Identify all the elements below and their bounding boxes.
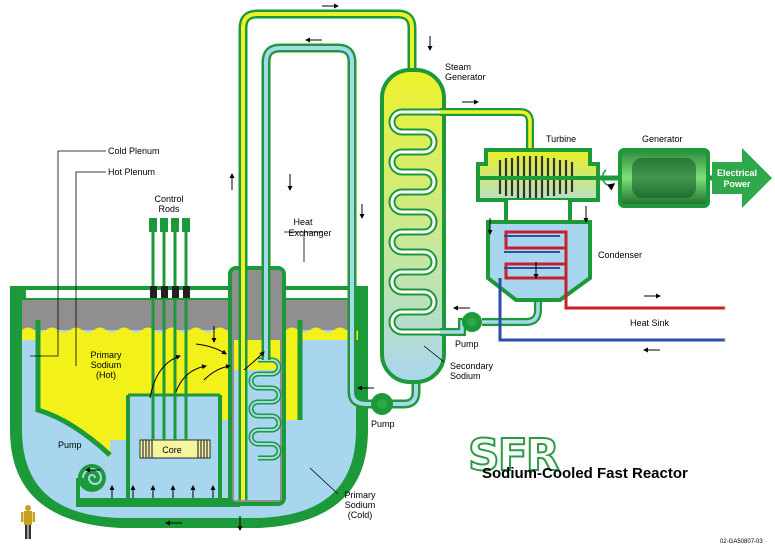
- condensate-pump-label: Pump: [455, 339, 479, 349]
- secondary-sodium-label-2: Sodium: [450, 371, 481, 381]
- sfr-logo-title: Sodium-Cooled Fast Reactor: [482, 465, 688, 482]
- electrical-power-label-2: Power: [723, 179, 751, 189]
- cold-plenum-label: Cold Plenum: [108, 146, 160, 156]
- sfr-logo: SFR Sodium-Cooled Fast Reactor: [467, 429, 688, 482]
- secondary-sodium-label-1: Secondary: [450, 361, 494, 371]
- primary-sodium-hot-label-3: (Hot): [96, 370, 116, 380]
- steam-generator-label-2: Generator: [445, 72, 486, 82]
- figure-id: 02-GA50807-03: [720, 539, 763, 545]
- turbine: [476, 148, 626, 224]
- reactor-vessel: [10, 286, 368, 528]
- control-rods: [149, 218, 190, 440]
- secondary-pump-label: Pump: [371, 419, 395, 429]
- condenser-label: Condenser: [598, 250, 642, 260]
- condensate-pump: [462, 312, 482, 332]
- turbine-label: Turbine: [546, 134, 576, 144]
- sfr-logo-acronym: SFR: [468, 430, 559, 481]
- human-scale-figure: [21, 505, 35, 539]
- electrical-power-label-1: Electrical: [717, 168, 757, 178]
- primary-sodium-hot-label-1: Primary: [91, 350, 122, 360]
- heat-exchanger-label-1: Heat: [293, 217, 313, 227]
- generator: [618, 148, 716, 208]
- secondary-loop-pipes: [238, 9, 421, 500]
- primary-sodium-cold-label-2: Sodium: [345, 500, 376, 510]
- control-rods-label-2: Rods: [158, 204, 180, 214]
- flow-arrows: [85, 3, 661, 531]
- secondary-pump: [371, 393, 393, 415]
- steam-generator-label-1: Steam: [445, 62, 471, 72]
- heat-exchanger-label-2: Exchanger: [288, 228, 331, 238]
- primary-sodium-hot-label-2: Sodium: [91, 360, 122, 370]
- control-rods-label-1: Control: [154, 194, 183, 204]
- curved-flow-arrows: [149, 343, 265, 399]
- primary-sodium-cold-label-1: Primary: [345, 490, 376, 500]
- condenser: [486, 220, 592, 302]
- heat-sink-lines: [498, 278, 726, 342]
- core-label: Core: [162, 445, 182, 455]
- primary-pump-label: Pump: [58, 440, 82, 450]
- heat-exchanger: [228, 266, 286, 506]
- callout-lines: [30, 150, 445, 495]
- steam-generator: [380, 68, 446, 384]
- heat-sink-label: Heat Sink: [630, 318, 670, 328]
- generator-label: Generator: [642, 134, 683, 144]
- hot-plenum-label: Hot Plenum: [108, 167, 155, 177]
- primary-sodium-cold-label-3: (Cold): [348, 510, 373, 520]
- electrical-power-arrow: Electrical Power: [712, 148, 772, 208]
- core: Core: [139, 439, 211, 459]
